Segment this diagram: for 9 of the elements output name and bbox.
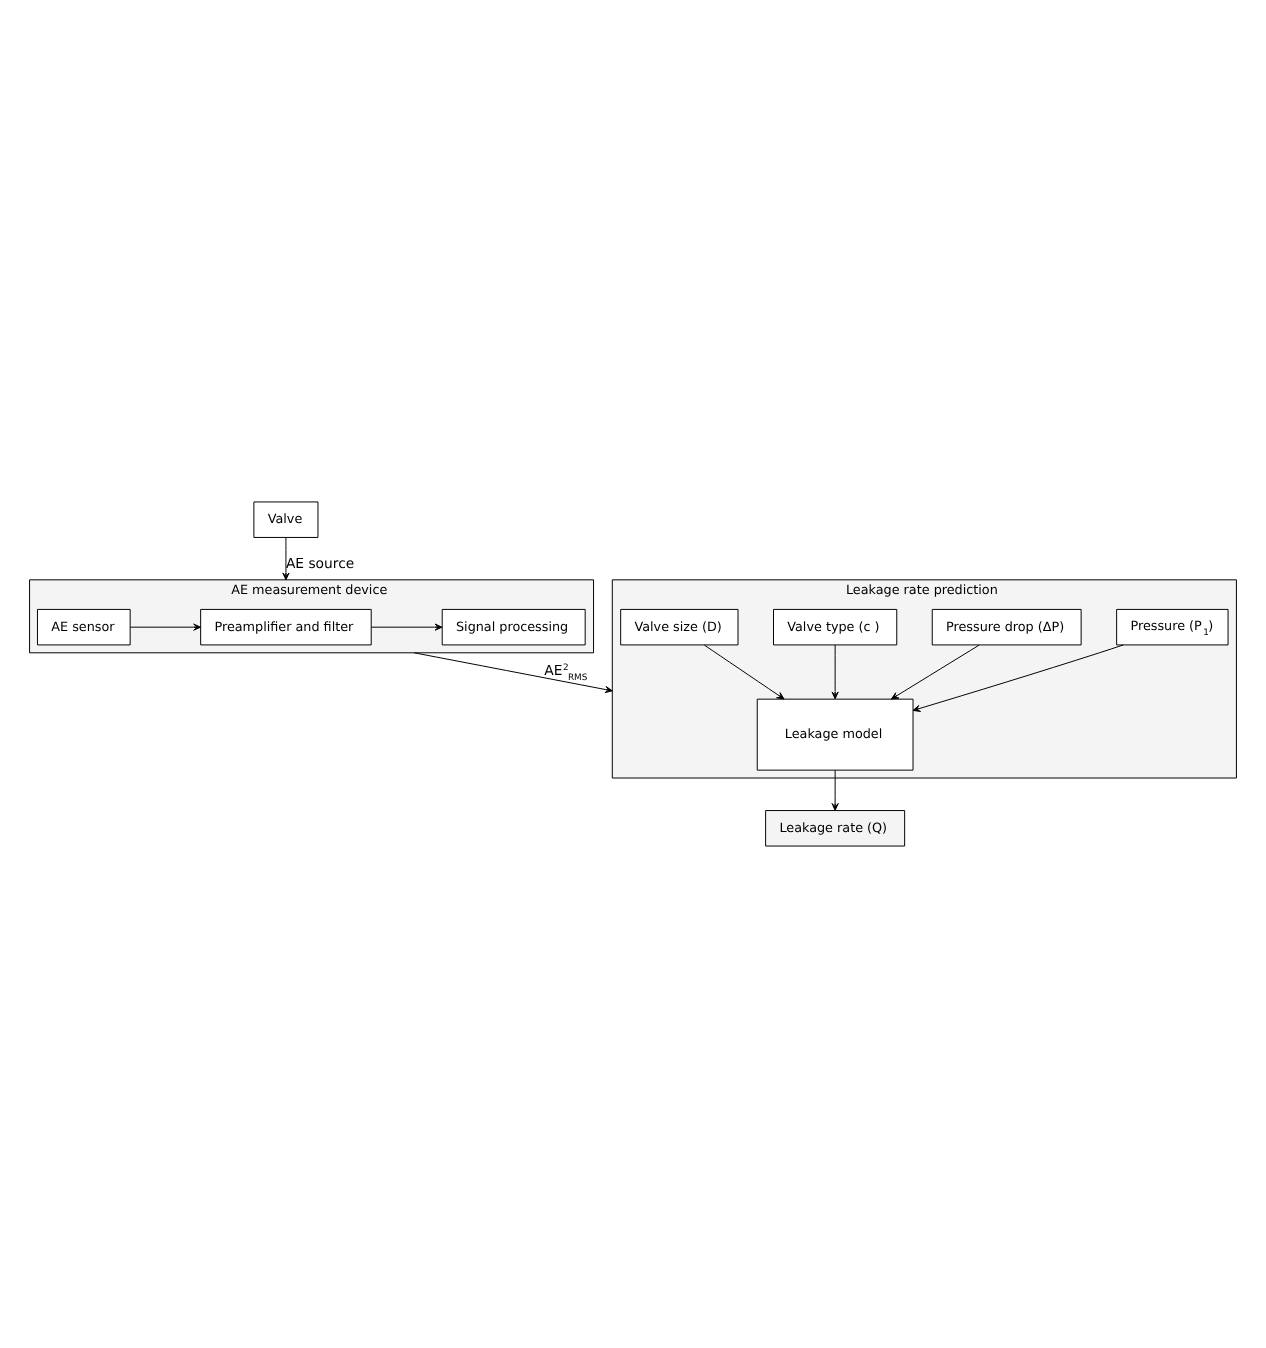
arrow: [912, 644, 1124, 712]
arrow: [703, 644, 785, 700]
arrow: [413, 652, 613, 694]
arrow: [282, 537, 290, 581]
arrow: [831, 644, 839, 700]
arrow: [890, 644, 980, 700]
arrow: [370, 623, 443, 631]
arrow: [129, 623, 202, 631]
arrow: [831, 769, 839, 811]
